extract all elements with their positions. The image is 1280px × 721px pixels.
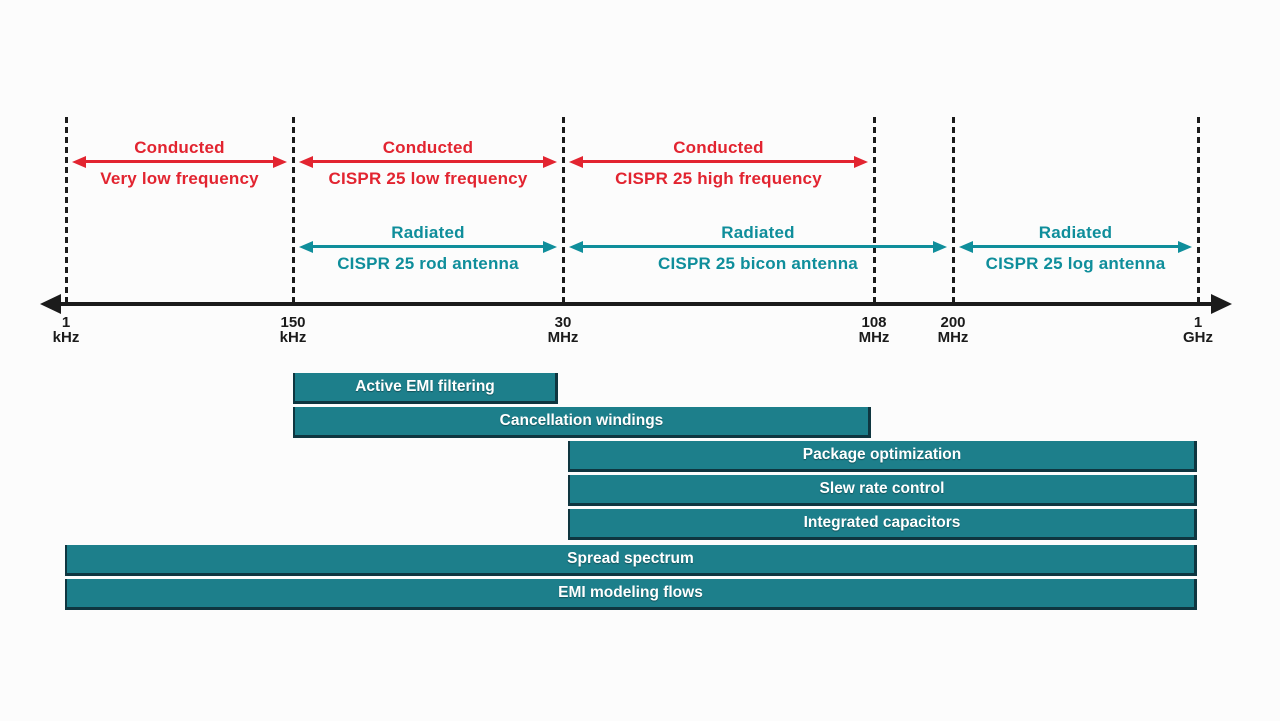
band-subtitle: CISPR 25 log antenna bbox=[985, 254, 1166, 273]
conducted-band-very-low-frequency: Conducted Very low frequency bbox=[72, 139, 287, 191]
arrowhead-right-icon bbox=[543, 241, 557, 253]
band-title: Conducted bbox=[673, 138, 764, 157]
boundary-line-108-mhz bbox=[873, 117, 876, 303]
conducted-band-cispr-25-high-frequency: Conducted CISPR 25 high frequency bbox=[569, 139, 868, 191]
technique-bar-spread-spectrum: Spread spectrum bbox=[65, 545, 1197, 576]
arrowhead-right-icon bbox=[933, 241, 947, 253]
axis-tick-1-ghz: 1 GHz bbox=[1153, 315, 1243, 345]
technique-bar-integrated-capacitors: Integrated capacitors bbox=[568, 509, 1197, 540]
axis-right-arrow-icon bbox=[1211, 294, 1232, 314]
arrow-line bbox=[78, 160, 281, 163]
technique-bar-label: EMI modeling flows bbox=[558, 584, 703, 601]
technique-bar-slew-rate-control: Slew rate control bbox=[568, 475, 1197, 506]
axis-tick-1-khz: 1 kHz bbox=[21, 315, 111, 345]
tick-unit: MHz bbox=[547, 329, 579, 346]
boundary-line-30-mhz bbox=[562, 117, 565, 303]
technique-bar-label: Cancellation windings bbox=[499, 412, 664, 429]
band-subtitle: CISPR 25 bicon antenna bbox=[658, 254, 858, 273]
frequency-axis-line bbox=[56, 302, 1224, 306]
arrow-line bbox=[575, 245, 941, 248]
technique-bar-active-emi-filtering: Active EMI filtering bbox=[293, 373, 558, 404]
axis-tick-30-mhz: 30 MHz bbox=[518, 315, 608, 345]
band-title: Conducted bbox=[382, 138, 474, 157]
double-arrow-icon bbox=[569, 241, 947, 253]
boundary-line-150-khz bbox=[292, 117, 295, 303]
arrow-line bbox=[305, 245, 551, 248]
tick-unit: MHz bbox=[858, 329, 890, 346]
arrowhead-right-icon bbox=[273, 156, 287, 168]
technique-bar-package-optimization: Package optimization bbox=[568, 441, 1197, 472]
band-title: Radiated bbox=[721, 223, 795, 242]
double-arrow-icon bbox=[299, 241, 557, 253]
axis-tick-108-mhz: 108 MHz bbox=[829, 315, 919, 345]
tick-value: 30 bbox=[554, 314, 572, 331]
band-subtitle: Very low frequency bbox=[100, 169, 259, 188]
arrowhead-right-icon bbox=[543, 156, 557, 168]
technique-bar-cancellation-windings: Cancellation windings bbox=[293, 407, 871, 438]
boundary-line-200-mhz bbox=[952, 117, 955, 303]
double-arrow-icon bbox=[569, 156, 868, 168]
band-subtitle: CISPR 25 low frequency bbox=[328, 169, 528, 188]
technique-bar-emi-modeling-flows: EMI modeling flows bbox=[65, 579, 1197, 610]
radiated-band-cispr-25-rod-antenna: Radiated CISPR 25 rod antenna bbox=[299, 224, 557, 276]
arrowhead-right-icon bbox=[854, 156, 868, 168]
radiated-band-cispr-25-log-antenna: Radiated CISPR 25 log antenna bbox=[959, 224, 1192, 276]
axis-left-arrow-icon bbox=[40, 294, 61, 314]
tick-value: 200 bbox=[940, 314, 966, 331]
boundary-line-1-ghz bbox=[1197, 117, 1200, 303]
arrow-line bbox=[965, 245, 1186, 248]
double-arrow-icon bbox=[299, 156, 557, 168]
tick-unit: kHz bbox=[279, 329, 307, 346]
technique-bar-label: Package optimization bbox=[802, 446, 962, 463]
band-subtitle: CISPR 25 high frequency bbox=[615, 169, 822, 188]
technique-bar-label: Integrated capacitors bbox=[803, 514, 961, 531]
tick-value: 150 bbox=[280, 314, 306, 331]
technique-bar-label: Slew rate control bbox=[819, 480, 945, 497]
arrowhead-right-icon bbox=[1178, 241, 1192, 253]
axis-tick-200-mhz: 200 MHz bbox=[908, 315, 998, 345]
arrow-line bbox=[305, 160, 551, 163]
conducted-band-cispr-25-low-frequency: Conducted CISPR 25 low frequency bbox=[299, 139, 557, 191]
band-subtitle: CISPR 25 rod antenna bbox=[337, 254, 519, 273]
arrow-line bbox=[575, 160, 862, 163]
technique-bar-label: Spread spectrum bbox=[567, 550, 694, 567]
axis-tick-150-khz: 150 kHz bbox=[248, 315, 338, 345]
tick-value: 1 bbox=[61, 314, 71, 331]
tick-unit: kHz bbox=[52, 329, 80, 346]
band-title: Radiated bbox=[1038, 223, 1113, 242]
boundary-line-1-khz bbox=[65, 117, 68, 303]
technique-bar-label: Active EMI filtering bbox=[355, 378, 495, 395]
band-title: Radiated bbox=[391, 223, 465, 242]
tick-value: 1 bbox=[1193, 314, 1203, 331]
tick-unit: MHz bbox=[937, 329, 969, 346]
tick-value: 108 bbox=[861, 314, 887, 331]
tick-unit: GHz bbox=[1183, 329, 1213, 346]
band-title: Conducted bbox=[134, 138, 225, 157]
double-arrow-icon bbox=[72, 156, 287, 168]
double-arrow-icon bbox=[959, 241, 1192, 253]
radiated-band-cispr-25-bicon-antenna: Radiated CISPR 25 bicon antenna bbox=[569, 224, 947, 276]
